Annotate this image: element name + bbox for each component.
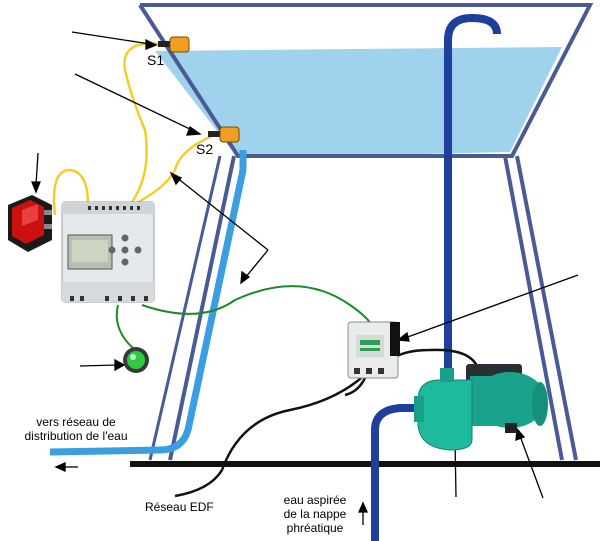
aspiree-label-line3: phréatique [286,521,344,535]
distribution-pipe [49,150,247,456]
aspiree-label: eau aspirée de la nappe phréatique [275,493,355,535]
edf-label: Réseau EDF [145,500,214,514]
water-body [155,47,562,158]
power-switch-icon[interactable] [8,195,52,252]
sensor-s1-icon [158,36,190,53]
sensor-s2-label: S2 [196,141,214,157]
distribution-label-line2: distribution de l'eau [24,429,128,443]
sensor-wires [52,42,213,216]
contactor-icon [347,321,400,379]
tank-frame [138,3,594,461]
sensor-s2-icon [208,126,240,143]
control-wires [115,285,376,351]
water-pump-icon [414,364,548,451]
indicator-led-icon [123,347,149,373]
suction-pipe [444,13,501,398]
aspiree-label-line2: de la nappe [283,507,347,521]
intake-pipe [371,404,420,541]
sensor-s1-label: S1 [147,52,165,68]
plc-controller-icon [61,201,155,303]
distribution-label-line1: vers réseau de [36,415,116,429]
distribution-label: vers réseau de distribution de l'eau [2,415,150,443]
aspiree-label-line1: eau aspirée [283,493,347,507]
